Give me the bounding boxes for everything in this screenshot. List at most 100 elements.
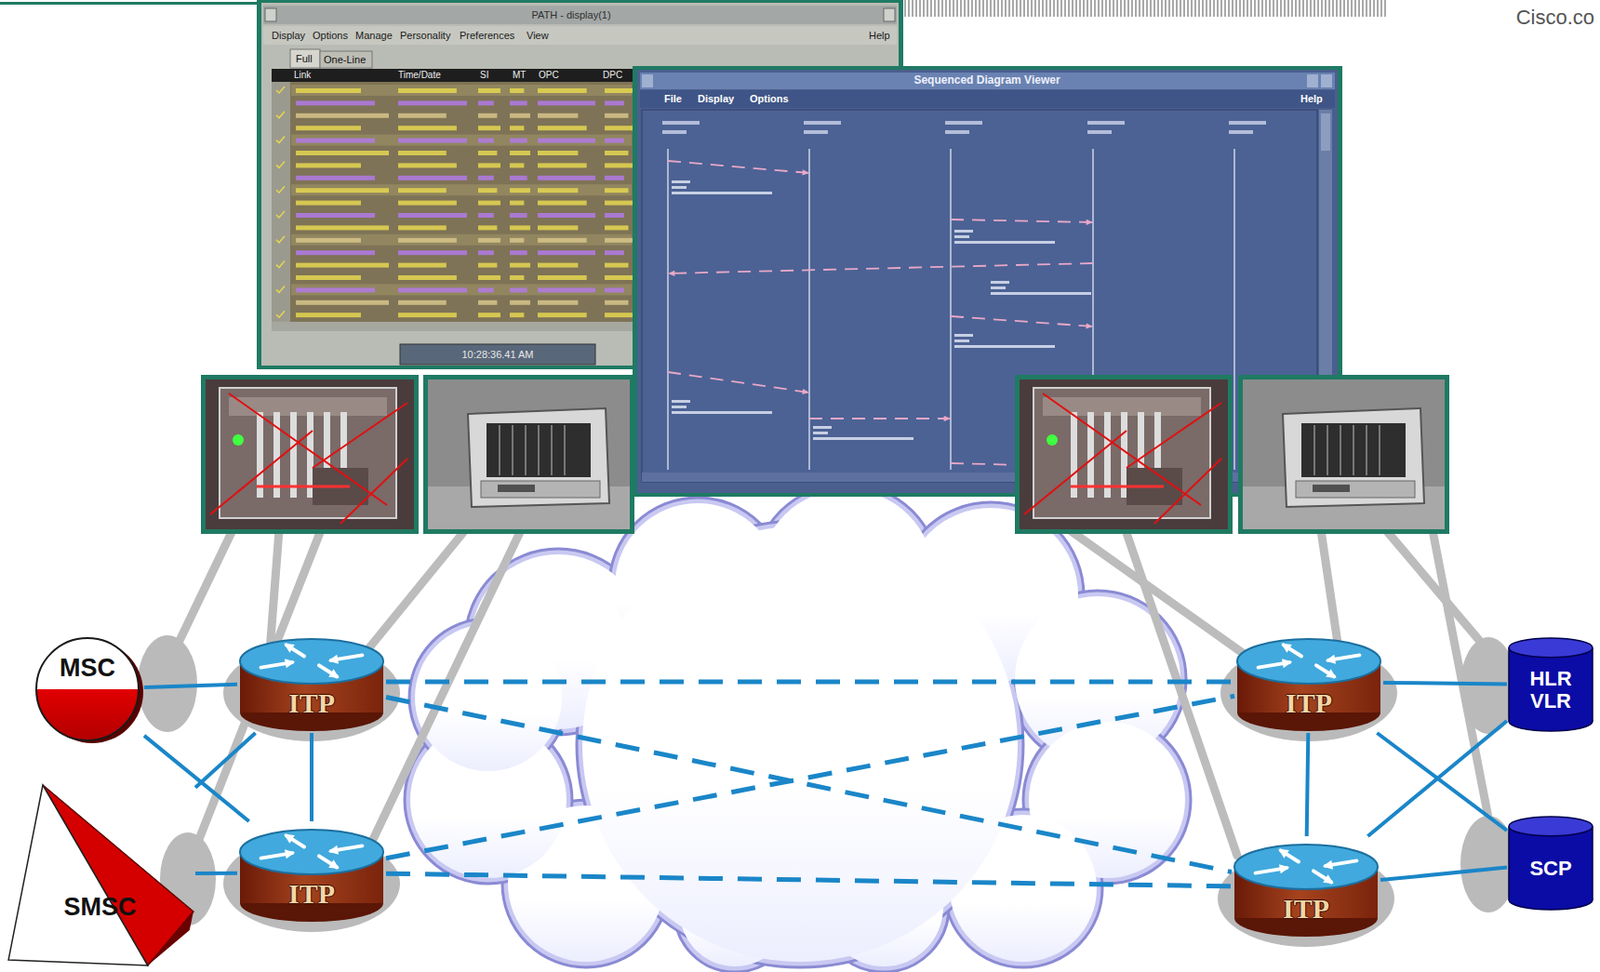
message-text-blur <box>954 235 970 239</box>
dashed-link <box>386 697 1232 873</box>
row-text-blur <box>398 162 457 168</box>
row-text-blur <box>478 175 494 181</box>
menu-item: Preferences <box>459 29 515 42</box>
node-label: SMSC <box>63 893 136 922</box>
router-arrowhead <box>1280 643 1293 654</box>
row-text-blur <box>398 275 457 280</box>
row-text-blur <box>478 300 497 306</box>
menu-item: File <box>664 93 682 106</box>
msc-circle: MSC <box>30 632 145 747</box>
router-arrowhead <box>328 654 339 665</box>
lifeline <box>949 148 952 470</box>
row-text-blur <box>398 263 447 268</box>
row-text-blur <box>509 312 524 318</box>
check-mark <box>276 310 285 318</box>
router-arrowhead <box>1325 668 1337 679</box>
probe-photo <box>1238 374 1450 534</box>
router-top <box>240 829 384 875</box>
check-mark <box>276 285 285 293</box>
brand-text: Cisco.co <box>1516 5 1595 29</box>
row-text-blur <box>478 150 497 156</box>
router-arrowhead <box>284 849 295 859</box>
row-text-blur <box>295 287 375 293</box>
itp-router: ITP <box>237 821 387 924</box>
itp-router-outline <box>237 630 387 734</box>
row-text-blur <box>537 200 587 206</box>
row-text-blur <box>295 263 389 268</box>
selected-row <box>291 184 632 196</box>
row-text-blur <box>604 263 629 268</box>
selected-row <box>291 283 632 295</box>
database-top <box>1508 816 1593 837</box>
itp-router-outline <box>1234 630 1384 734</box>
message-text-blur <box>954 339 970 343</box>
row-text-blur <box>478 100 494 106</box>
dashed-link <box>386 680 1235 685</box>
tab-label: Full <box>295 53 313 66</box>
signaling-link <box>1367 720 1507 837</box>
selected-row <box>291 134 632 147</box>
row-text-blur <box>537 312 587 318</box>
row-text-blur <box>398 175 467 181</box>
row-text-blur <box>604 287 625 293</box>
column-header: MT <box>512 69 526 81</box>
row-text-blur <box>295 187 389 193</box>
message-text-blur <box>990 280 1010 284</box>
row-text-blur <box>295 125 361 131</box>
message-text-blur <box>671 180 691 184</box>
row-text-blur <box>295 138 375 144</box>
router-arrowhead <box>328 859 340 869</box>
signaling-link <box>144 735 250 822</box>
row-text-blur <box>509 263 531 268</box>
menu-item: Personality <box>400 29 451 42</box>
itp-router: ITP <box>237 630 387 734</box>
dashed-link <box>386 873 1232 887</box>
row-text-blur <box>537 150 578 156</box>
check-mark <box>276 86 285 94</box>
row-text-blur <box>398 138 467 144</box>
message-arrow <box>667 160 810 174</box>
probe-photo <box>1014 374 1233 534</box>
row-text-blur <box>478 287 494 293</box>
row-text-blur <box>537 250 596 255</box>
message-text-blur <box>813 426 832 429</box>
database-cylinder: SCP <box>1506 814 1595 912</box>
message-text-blur <box>671 191 773 195</box>
message-text-blur <box>671 400 691 403</box>
signaling-link <box>1380 867 1507 881</box>
message-arrowhead <box>1086 219 1094 226</box>
check-mark <box>276 111 285 119</box>
column-header: SI <box>480 69 489 81</box>
header-text-blur <box>1228 120 1267 125</box>
selected-row <box>291 84 632 96</box>
msc-circle-outline <box>30 632 145 747</box>
header-text-blur <box>945 130 970 134</box>
row-text-blur <box>398 150 447 156</box>
row-text-blur <box>537 275 587 280</box>
row-text-blur <box>604 162 633 168</box>
row-text-blur <box>398 238 457 243</box>
row-text-blur <box>537 263 578 268</box>
row-text-blur <box>537 88 587 94</box>
message-text-blur <box>990 292 1092 295</box>
row-text-blur <box>604 175 625 181</box>
database-top <box>1508 638 1593 658</box>
column-header: OPC <box>538 69 560 81</box>
row-text-blur <box>604 150 629 156</box>
smsc-pyramid-outline <box>4 781 196 968</box>
row-text-blur <box>478 125 501 131</box>
message-arrowhead <box>944 415 951 422</box>
row-text-blur <box>295 312 361 318</box>
row-text-blur <box>537 175 596 181</box>
row-text-blur <box>537 187 578 193</box>
signaling-link <box>1383 682 1507 685</box>
row-text-blur <box>537 300 578 306</box>
row-text-blur <box>604 200 633 206</box>
column-header: Time/Date <box>398 69 441 81</box>
row-text-blur <box>398 225 447 230</box>
itp-router-outline <box>1231 836 1381 939</box>
row-text-blur <box>537 138 596 144</box>
sequence-window <box>632 66 1343 497</box>
